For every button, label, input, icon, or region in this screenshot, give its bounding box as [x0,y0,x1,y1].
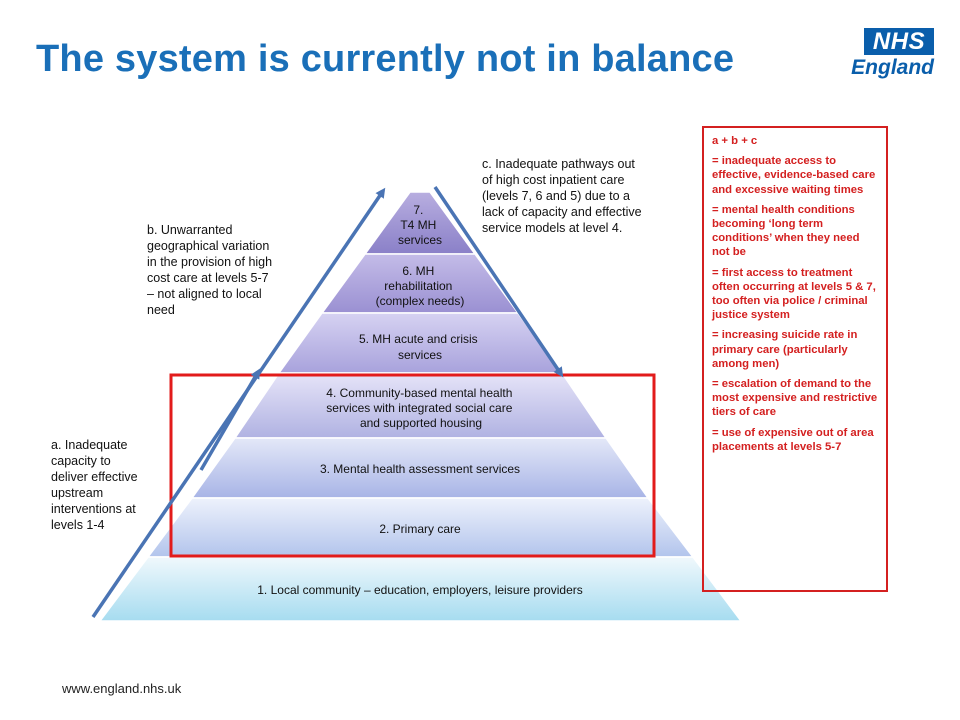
annotation-a-line: deliver effective [51,470,138,484]
annotation-c: c. Inadequate pathways out of high cost … [482,156,642,236]
consequence-item: = escalation of demand to the most expen… [712,378,878,419]
tier-5-label: 5. MH acute and crisis services [359,332,481,362]
annotation-b-line: need [147,303,175,317]
annotation-a-line: a. Inadequate [51,438,128,452]
annotation-b-line: geographical variation [147,239,270,253]
tier-2-label: 2. Primary care [379,522,461,536]
up-arrow-short [199,368,261,471]
levels-1-4-highlight [169,373,656,558]
consequence-item: = inadequate access to effective, eviden… [712,155,876,196]
tier-4-label: 4. Community-based mental health service… [326,386,515,430]
consequences-heading: a + b + c [712,135,758,147]
annotation-b-line: in the provision of high [147,255,273,269]
consequence-item: = mental health conditions becoming ‘lon… [712,203,860,259]
down-arrow [433,186,564,378]
annotation-c-line: service models at level 4. [482,221,623,235]
annotation-a-line: upstream [51,486,104,500]
annotation-a-line: interventions at [51,502,136,516]
annotation-c-line: of high cost inpatient care [482,173,625,187]
annotation-b-line: b. Unwarranted [147,223,233,237]
consequences-box: a + b + c = inadequate access to effecti… [702,126,888,592]
annotation-b: b. Unwarranted geographical variation in… [147,222,272,318]
consequence-item: = increasing suicide rate in primary car… [712,329,858,370]
annotation-a-line: capacity to [51,454,111,468]
nhs-logo-name: England [851,56,934,79]
tier-7-label: 7. T4 MH services [398,203,442,247]
annotation-c-line: (levels 7, 6 and 5) due to a [482,189,631,203]
annotation-c-line: lack of capacity and effective [482,205,642,219]
annotation-a: a. Inadequate capacity to deliver effect… [51,437,138,533]
annotation-b-line: – not aligned to local [147,287,262,301]
page-title: The system is currently not in balance [36,38,735,80]
annotation-c-line: c. Inadequate pathways out [482,157,635,171]
tier-6-label: 6. MH rehabilitation (complex needs) [376,264,465,308]
tier-1-label: 1. Local community – education, employer… [257,583,583,597]
annotation-b-line: cost care at levels 5-7 [147,271,269,285]
nhs-logo-badge: NHS [864,28,934,55]
footer-url[interactable]: www.england.nhs.uk [62,681,182,696]
consequence-item: = first access to treatment often occurr… [712,266,876,322]
consequence-item: = use of expensive out of area placement… [712,426,874,453]
tier-3-label: 3. Mental health assessment services [320,462,520,476]
annotation-a-line: levels 1-4 [51,518,105,532]
nhs-england-logo: NHS England [846,28,936,80]
